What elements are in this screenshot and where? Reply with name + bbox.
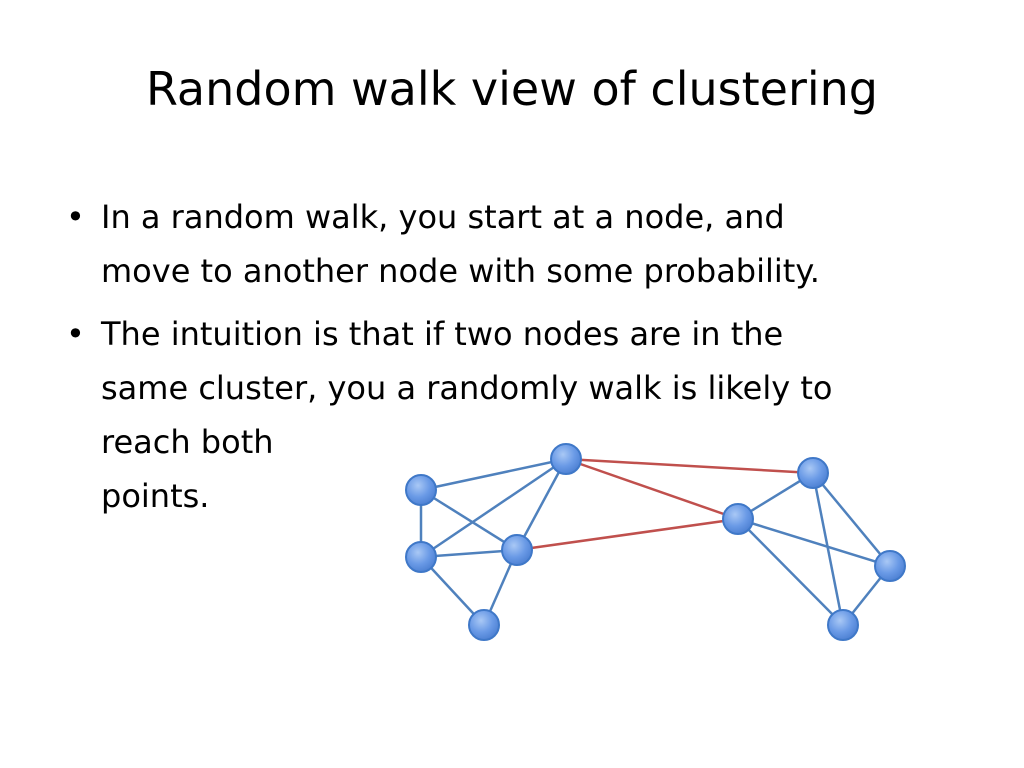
left-cluster-edges <box>419 457 568 626</box>
bullet-2-line-3: reach both <box>101 423 274 461</box>
right-cluster-edges <box>737 471 891 626</box>
node <box>501 534 533 566</box>
slide-title: Random walk view of clustering <box>145 62 878 116</box>
bullet-item-2: • The intuition is that if two nodes are… <box>58 307 958 523</box>
node <box>405 541 437 573</box>
edge <box>515 458 568 551</box>
bullet-dot: • <box>66 315 85 353</box>
inter-cluster-edges <box>516 457 814 552</box>
edge <box>737 518 844 626</box>
bullet-dot: • <box>66 198 85 236</box>
edge <box>812 472 891 567</box>
bullet-1-line-1: In a random walk, you start at a node, a… <box>101 198 785 236</box>
node <box>874 550 906 582</box>
graph-nodes <box>405 443 906 641</box>
edge <box>565 457 814 475</box>
edge <box>420 457 567 492</box>
bullet-1-line-2: move to another node with some probabili… <box>101 252 820 290</box>
node <box>550 443 582 475</box>
bullet-item-1: • In a random walk, you start at a node,… <box>58 190 958 298</box>
bullet-2-line-2: same cluster, you a randomly walk is lik… <box>101 369 833 407</box>
node <box>468 609 500 641</box>
edge <box>565 457 739 521</box>
edge <box>811 472 845 626</box>
edge <box>420 488 518 552</box>
node <box>722 503 754 535</box>
edge <box>420 457 567 559</box>
node <box>827 609 859 641</box>
bullet-2-line-4: points. <box>101 477 210 515</box>
edge <box>516 517 739 552</box>
bullet-2-line-1: The intuition is that if two nodes are i… <box>101 315 784 353</box>
edge <box>737 517 891 568</box>
node <box>797 457 829 489</box>
edge <box>420 548 518 559</box>
bullet-list: • In a random walk, you start at a node,… <box>58 190 958 532</box>
node <box>405 474 437 506</box>
